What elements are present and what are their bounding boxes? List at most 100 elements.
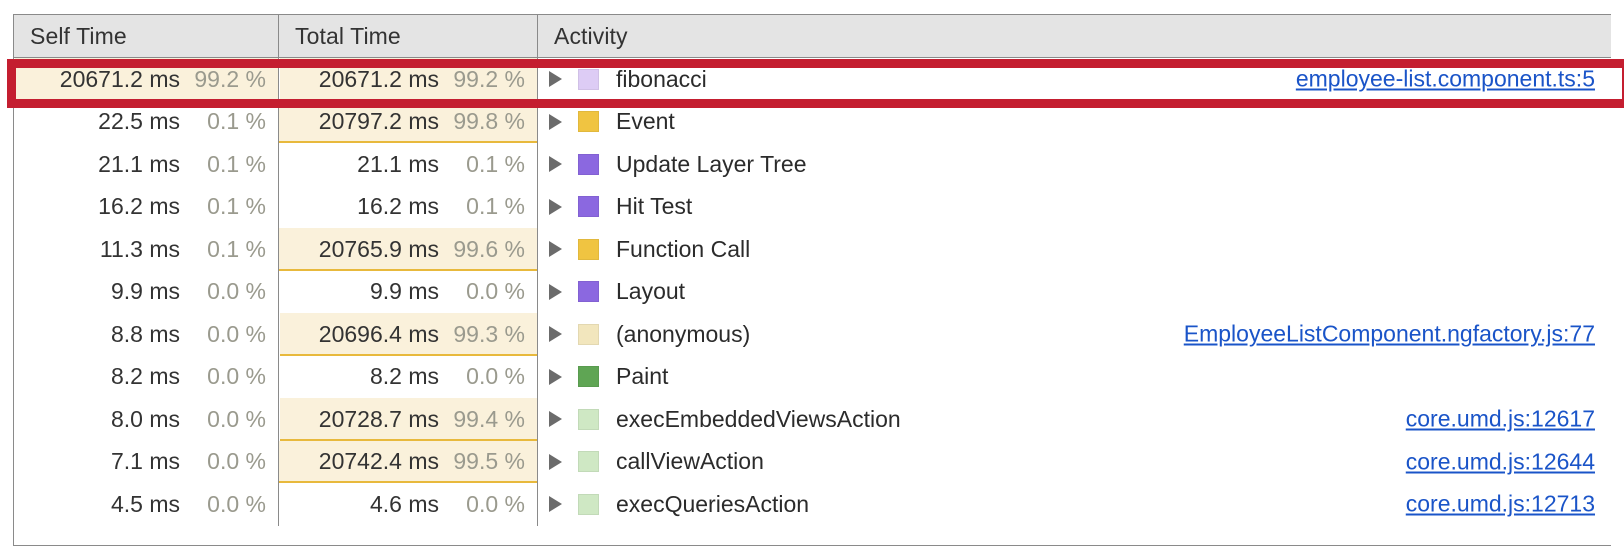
total-time-percent: 99.8 % — [453, 108, 525, 135]
total-time-percent: 99.4 % — [453, 405, 525, 432]
category-color-swatch-icon — [578, 196, 599, 218]
self-time-percent: 0.1 % — [207, 108, 266, 135]
total-time-value: 20696.4 ms — [318, 320, 439, 347]
self-time-percent: 99.2 % — [194, 65, 266, 92]
activity-label: fibonacci — [616, 65, 707, 92]
expand-triangle-icon[interactable] — [549, 368, 562, 385]
activity-cell: (anonymous)EmployeeListComponent.ngfacto… — [538, 313, 1611, 356]
column-header-self-time[interactable]: Self Time — [14, 15, 279, 57]
expand-triangle-icon[interactable] — [549, 198, 562, 215]
self-time-value: 8.2 ms — [110, 363, 180, 390]
total-time-cell: 20696.4 ms 99.3 % — [279, 313, 538, 356]
total-time-value: 20671.2 ms — [318, 65, 439, 92]
column-header-total-time[interactable]: Total Time — [279, 15, 538, 57]
source-location-link[interactable]: employee-list.component.ts:5 — [1295, 65, 1595, 92]
total-time-cell: 20797.2 ms 99.8 % — [279, 100, 538, 143]
activity-cell: fibonacci employee-list.component.ts:5 — [538, 58, 1611, 101]
column-header-activity[interactable]: Activity — [554, 22, 628, 49]
total-time-cell: 20728.7 ms 99.4 % — [279, 398, 538, 441]
table-header-row: Self Time Total Time Activity — [14, 15, 1611, 58]
expand-triangle-icon[interactable] — [549, 411, 562, 428]
expand-triangle-icon[interactable] — [549, 113, 562, 130]
self-time-percent: 0.1 % — [207, 150, 266, 177]
total-time-value: 20797.2 ms — [318, 108, 439, 135]
activity-cell: Function Call — [538, 228, 1611, 271]
activity-cell: Update Layer Tree — [538, 143, 1611, 186]
source-location-link[interactable]: EmployeeListComponent.ngfactory.js:77 — [1183, 320, 1595, 347]
total-time-value: 20765.9 ms — [318, 235, 439, 262]
total-time-percent-bar — [279, 398, 537, 441]
category-color-swatch-icon — [578, 153, 599, 175]
self-time-percent: 0.0 % — [207, 278, 266, 305]
self-time-value: 20671.2 ms — [59, 65, 180, 92]
category-color-swatch-icon — [578, 493, 599, 515]
table-row[interactable]: 8.2 ms 0.0 % 8.2 ms 0.0 % Paint — [14, 355, 1611, 399]
total-time-percent: 0.0 % — [466, 490, 525, 517]
activity-cell: Paint — [538, 356, 1611, 399]
self-time-percent: 0.1 % — [207, 193, 266, 220]
total-time-cell: 8.2 ms 0.0 % — [279, 355, 538, 398]
self-time-cell: 11.3 ms 0.1 % — [14, 228, 279, 271]
expand-triangle-icon[interactable] — [549, 241, 562, 258]
activity-cell: callViewAction core.umd.js:12644 — [538, 441, 1611, 484]
total-time-percent: 99.3 % — [453, 320, 525, 347]
category-color-swatch-icon — [578, 408, 599, 430]
source-location-link[interactable]: core.umd.js:12617 — [1405, 405, 1595, 432]
expand-triangle-icon[interactable] — [549, 453, 562, 470]
self-time-value: 11.3 ms — [99, 235, 180, 262]
total-time-percent-bar — [279, 228, 537, 271]
total-time-value: 9.9 ms — [369, 278, 439, 305]
source-location-link[interactable]: core.umd.js:12644 — [1405, 448, 1595, 475]
activity-label: Layout — [616, 278, 686, 305]
self-time-percent: 0.1 % — [207, 235, 266, 262]
category-color-swatch-icon — [578, 238, 599, 260]
total-time-percent-bar — [279, 440, 537, 483]
total-time-value: 21.1 ms — [357, 150, 439, 177]
bottom-up-table: Self Time Total Time Activity 20671.2 ms… — [13, 14, 1611, 546]
self-time-percent: 0.0 % — [207, 363, 266, 390]
expand-triangle-icon[interactable] — [549, 496, 562, 513]
expand-triangle-icon[interactable] — [549, 156, 562, 173]
activity-label: callViewAction — [616, 448, 764, 475]
category-color-swatch-icon — [578, 323, 599, 345]
activity-label: Paint — [616, 363, 669, 390]
total-time-percent: 0.1 % — [466, 193, 525, 220]
total-time-value: 8.2 ms — [369, 363, 439, 390]
activity-cell: Hit Test — [538, 186, 1611, 229]
category-color-swatch-icon — [578, 281, 599, 303]
expand-triangle-icon[interactable] — [549, 283, 562, 300]
activity-label: Hit Test — [616, 193, 693, 220]
activity-label: Event — [616, 108, 675, 135]
self-time-cell: 20671.2 ms 99.2 % — [14, 58, 279, 101]
total-time-percent: 0.0 % — [466, 363, 525, 390]
total-time-value: 20728.7 ms — [318, 405, 439, 432]
category-color-swatch-icon — [578, 451, 599, 473]
expand-triangle-icon[interactable] — [549, 326, 562, 343]
source-location-link[interactable]: core.umd.js:12713 — [1405, 490, 1595, 517]
expand-triangle-icon[interactable] — [549, 71, 562, 88]
